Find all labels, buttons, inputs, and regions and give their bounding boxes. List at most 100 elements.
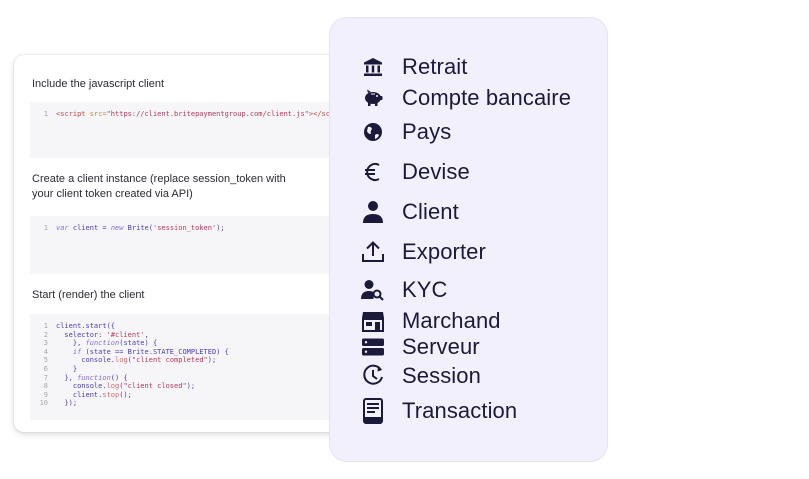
code-token: "https://client.britepaymentgroup.com/cl… [106,110,309,118]
line-number: 4 [43,347,48,356]
session-icon [360,363,386,389]
code-token: ); [186,382,196,391]
piggy-bank-icon [360,85,386,111]
code-token: new [110,224,124,232]
code-token: } [56,364,78,373]
feature-label: Devise [402,159,470,184]
code-line: 1 var client = new Brite('session_token')… [30,224,344,233]
feature-label: Pays [402,119,452,144]
code-token: (state == Brite.STATE_COMPLETED) { [81,347,229,356]
feature-item-serveur: Serveur [360,334,480,360]
code-token: "client completed" [131,356,208,365]
feature-item-compte-bancaire: Compte bancaire [360,85,571,111]
line-number: 1 [43,110,48,118]
section-heading-include-client: Include the javascript client [32,78,165,90]
code-token: script [60,110,86,118]
feature-label: Exporter [402,239,486,264]
code-token: }, [56,339,86,348]
upload-icon [360,239,386,265]
euro-icon [360,159,386,185]
feature-item-pays: Pays [360,119,451,145]
feature-item-exporter: Exporter [360,239,486,265]
feature-item-transaction: Transaction [360,398,517,424]
code-token: ); [207,356,217,365]
code-line: 1 client.start({ [30,322,344,331]
code-line: 5 console.log("client completed"); [30,356,344,365]
feature-label: Marchand [402,308,501,333]
code-line: 8 console.log("client closed"); [30,382,344,391]
code-token: client = [68,224,111,232]
line-number: 10 [39,399,48,408]
code-token: var [56,224,69,232]
line-number: 5 [43,356,48,365]
person-search-icon [360,277,386,303]
code-line: 10 }); [30,399,344,408]
code-token: (state) { [119,339,158,348]
code-line: 7 }, function() { [30,374,344,383]
feature-item-session: Session [360,363,481,389]
line-number: 3 [43,339,48,348]
code-token: () { [110,373,128,382]
code-token: ( [127,356,132,365]
globe-icon [360,119,386,145]
code-token: client.start({ [56,322,116,330]
code-token: function [85,339,120,348]
line-number: 1 [43,224,48,232]
code-token: < [56,110,61,118]
code-token: log [106,382,120,391]
receipt-icon [360,398,386,424]
code-token: function [77,373,111,382]
code-token: console. [56,382,107,391]
feature-item-kyc: KYC [360,277,448,303]
code-token: selector: [56,330,107,339]
feature-label: Retrait [402,54,468,79]
server-icon [360,334,386,360]
code-token: stop [102,390,120,399]
code-token: '#client' [106,330,145,339]
feature-label: Client [402,199,459,224]
feature-list-panel: Retrait Compte bancaire Pays [329,17,608,462]
feature-label: Session [402,363,481,388]
code-token: log [115,356,128,365]
code-token: client. [56,390,103,399]
section-heading-create-instance: Create a client instance (replace sessio… [32,173,286,200]
code-token: if [72,347,82,356]
feature-item-retrait: Retrait [360,54,468,80]
person-icon [360,199,386,225]
code-block-create-instance[interactable]: 1 var client = new Brite('session_token')… [30,216,344,274]
code-token: ></ [308,110,322,118]
feature-label: KYC [402,277,448,302]
line-number: 2 [43,330,48,339]
code-line: 4 if (state == Brite.STATE_COMPLETED) { [30,348,344,357]
code-token: (); [119,390,132,399]
feature-label: Compte bancaire [402,85,572,110]
code-line: 2 selector: '#client', [30,331,344,340]
code-line: 9 client.stop(); [30,391,344,400]
code-token: console. [56,356,116,365]
code-token: 'session_token' [152,224,217,232]
code-token [56,348,73,356]
code-block-include-client[interactable]: 1 <script src="https://client.britepaymen… [30,102,344,158]
bank-icon [360,54,386,80]
code-token: Brite( [123,224,153,232]
feature-label: Transaction [402,398,518,423]
line-number: 6 [43,364,48,373]
code-token: , [144,330,149,339]
feature-label: Serveur [402,334,480,359]
line-number: 9 [43,390,48,399]
code-token: }); [56,399,78,408]
code-line: 6 } [30,365,344,374]
feature-item-client: Client [360,199,459,225]
code-token: src= [85,110,107,118]
code-token: ); [216,224,225,232]
code-token: "client closed" [123,382,187,391]
storefront-icon [360,308,386,334]
line-number: 1 [43,322,48,330]
feature-item-devise: Devise [360,159,470,185]
code-token: }, [56,373,78,382]
code-line: 3 }, function(state) { [30,339,344,348]
section-heading-start-client: Start (render) the client [32,289,145,301]
code-token: ( [119,382,124,391]
feature-item-marchand: Marchand [360,308,501,334]
